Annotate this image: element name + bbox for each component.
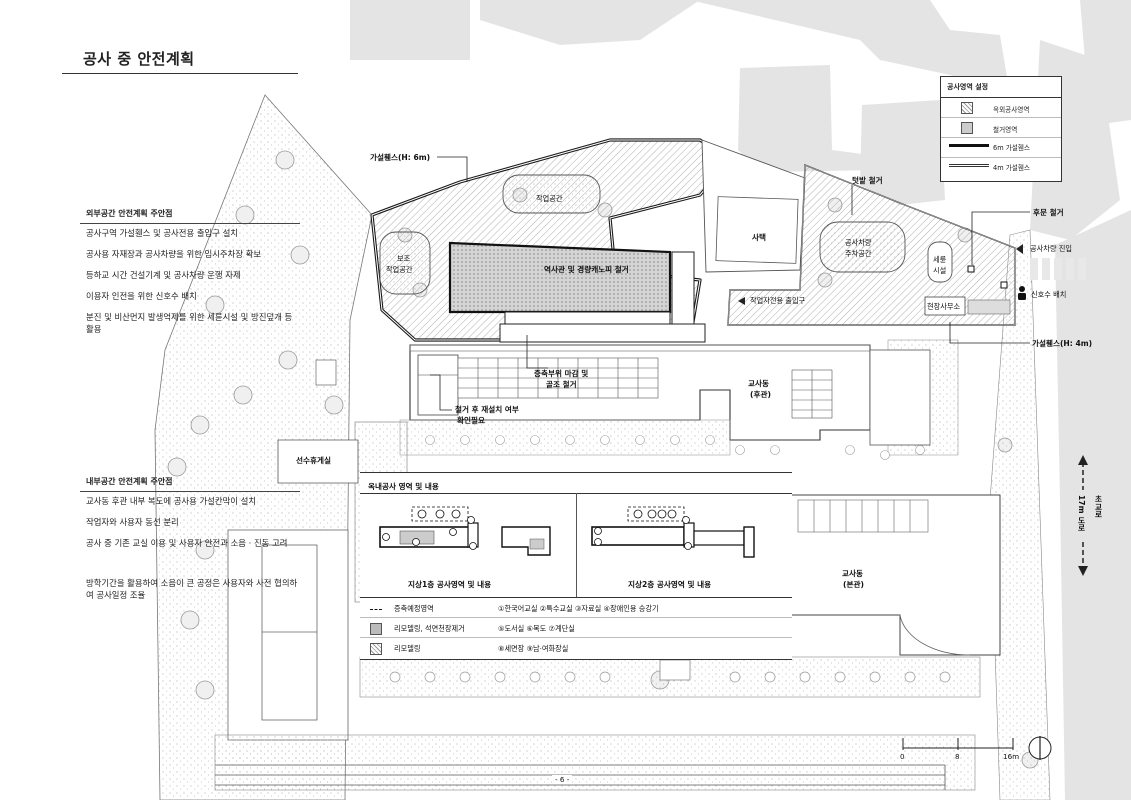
interior-panel: 옥내공사 영역 및 내용 지상1층 공사영역 및 내용 지상2층 공사영역 bbox=[360, 472, 792, 660]
gate-mark-1 bbox=[967, 265, 975, 273]
label-site-office: 현장사무소 bbox=[927, 302, 961, 311]
external-heading: 외부공간 안전계획 주안점 bbox=[86, 209, 173, 218]
label-aux-work-2: 작업공간 bbox=[386, 265, 413, 274]
site-office-box bbox=[924, 296, 966, 316]
label-rear-gate: 후문 철거 bbox=[1033, 208, 1064, 217]
legend-6m: 6m 가설휀스 bbox=[993, 144, 1030, 152]
work-space-area bbox=[502, 174, 601, 214]
north-arrow-icon bbox=[1028, 736, 1052, 760]
internal-item-3: 공사 중 기존 교실 이용 및 사용자 안전과 소음 · 진동 고려 bbox=[86, 538, 288, 548]
label-aux-work-1: 보조 bbox=[397, 254, 411, 263]
crosswalk bbox=[1030, 258, 1086, 280]
internal-rule bbox=[80, 491, 300, 492]
label-demolish-history: 역사관 및 경량캐노피 철거 bbox=[544, 265, 629, 274]
legend-box: 공사영역 설정 옥외공사영역 철거영역 6m 가설휀스 4m 가설휀스 bbox=[940, 76, 1062, 182]
label-vehicle-entry: 공사차량 진입 bbox=[1030, 244, 1072, 253]
legend-outdoor: 옥외공사영역 bbox=[993, 106, 1030, 114]
page-title: 공사 중 안전계획 bbox=[83, 50, 195, 68]
legend-demolish: 철거영역 bbox=[993, 126, 1018, 134]
label-school-main-2: (본관) bbox=[843, 580, 864, 589]
history-hall bbox=[448, 241, 706, 343]
gate-mark-2 bbox=[1000, 281, 1008, 289]
label-road-2: 17m 도로 bbox=[1077, 495, 1086, 532]
school-main-building bbox=[789, 494, 1001, 656]
vehicle-entry-arrow bbox=[1016, 244, 1023, 254]
external-item-2: 공사용 자재장과 공사차량을 위한 임시주차장 확보 bbox=[86, 249, 262, 259]
internal-heading: 내부공간 안전계획 주안점 bbox=[86, 477, 173, 486]
label-road-1: 초교로 bbox=[1094, 495, 1103, 518]
label-reinstall-1: 철거 후 재설치 여부 bbox=[455, 405, 519, 414]
label-reinstall-2: 확인필요 bbox=[457, 416, 485, 425]
label-fence-4m: 가설휀스(H: 4m) bbox=[1032, 339, 1093, 348]
legend-remodel-asbestos: 리모델링, 석면천장제거 bbox=[394, 624, 465, 633]
label-wash-1: 세륜 bbox=[933, 255, 947, 264]
neighbor-blocks bbox=[350, 0, 1131, 800]
label-fence-6m: 가설휀스(H: 6m) bbox=[370, 153, 431, 162]
floor1-plan bbox=[379, 506, 551, 556]
label-parking-1: 공사차량 bbox=[845, 238, 872, 247]
legend-demolish-swatch bbox=[961, 122, 973, 134]
legend-remodel-asbestos-swatch bbox=[370, 623, 382, 635]
label-athlete-lounge: 선수휴게실 bbox=[296, 456, 331, 465]
external-item-1: 공사구역 가설휀스 및 공사전용 출입구 설치 bbox=[86, 228, 238, 238]
legend-6m-swatch bbox=[949, 144, 989, 147]
scale-bar bbox=[902, 738, 1014, 750]
floor2-plan bbox=[591, 506, 755, 558]
wash-facility-area bbox=[927, 241, 953, 283]
floor1-title: 지상1층 공사영역 및 내용 bbox=[408, 580, 492, 589]
scale-tick-8: 8 bbox=[955, 752, 960, 761]
external-item-5: 분진 및 비산먼지 발생억제를 위한 세륜시설 및 방진덮개 등 활용 bbox=[86, 312, 293, 334]
left-garden bbox=[154, 94, 408, 800]
label-signalman: 신호수 배치 bbox=[1031, 290, 1067, 299]
internal-item-2: 작업자와 사용자 동선 분리 bbox=[86, 517, 179, 527]
legend-remodel-swatch bbox=[370, 643, 382, 655]
label-school-rear-1: 교사동 bbox=[748, 379, 769, 388]
legend-outdoor-swatch bbox=[961, 102, 973, 114]
floor2-title: 지상2층 공사영역 및 내용 bbox=[628, 580, 712, 589]
label-wash-2: 시설 bbox=[933, 266, 947, 275]
label-house: 사택 bbox=[752, 233, 766, 242]
internal-item-1: 교사동 후관 내부 복도에 공사용 가설칸막이 설치 bbox=[86, 496, 257, 506]
title-rule bbox=[62, 73, 298, 74]
external-item-3: 등하교 시간 건설기계 및 공사차량 운행 자제 bbox=[86, 270, 241, 280]
internal-item-4: 방학기간을 활용하여 소음이 큰 공정은 사용자와 사전 협의하여 공사일정 조… bbox=[86, 578, 298, 600]
label-extension-1: 증축부위 마감 및 bbox=[534, 369, 589, 378]
aux-work-space-area bbox=[379, 231, 431, 295]
label-school-main-1: 교사동 bbox=[842, 569, 863, 578]
legend-extension-swatch bbox=[370, 609, 382, 610]
legend-remodel-desc: ⑧세면장 ⑨남·여화장실 bbox=[498, 644, 569, 653]
page-number: - 6 - bbox=[552, 775, 573, 784]
legend-4m-swatch bbox=[949, 164, 989, 167]
external-rule bbox=[80, 223, 300, 224]
legend-extension-desc: ①한국어교실 ②특수교실 ③자료실 ④장애인용 승강기 bbox=[498, 604, 659, 613]
label-garden-demolish: 텃밭 철거 bbox=[852, 176, 883, 185]
external-item-4: 이용자 인전을 위한 신호수 배치 bbox=[86, 291, 197, 301]
label-school-rear-2: (후관) bbox=[750, 390, 771, 399]
legend-remodel-asbestos-desc: ⑤도서실 ⑥복도 ⑦계단실 bbox=[498, 624, 575, 633]
scale-tick-0: 0 bbox=[900, 752, 905, 761]
legend-remodel: 리모델링 bbox=[394, 644, 421, 653]
legend-extension: 증축예정영역 bbox=[394, 604, 434, 613]
legend-title: 공사영역 설정 bbox=[947, 83, 989, 91]
label-extension-2: 골조 철거 bbox=[546, 380, 577, 389]
interior-title: 옥내공사 영역 및 내용 bbox=[368, 482, 439, 491]
vehicle-parking-area bbox=[819, 221, 906, 273]
legend-4m: 4m 가설휀스 bbox=[993, 164, 1030, 172]
scale-tick-16: 16m bbox=[1003, 752, 1020, 761]
label-parking-2: 주차공간 bbox=[845, 249, 872, 258]
label-worker-entrance: 작업자전용 출입구 bbox=[750, 296, 806, 305]
school-rear-building bbox=[399, 339, 959, 460]
worker-entrance-arrow bbox=[738, 297, 745, 305]
label-work-space: 작업공간 bbox=[536, 194, 563, 203]
signalman-icon bbox=[1018, 286, 1026, 300]
